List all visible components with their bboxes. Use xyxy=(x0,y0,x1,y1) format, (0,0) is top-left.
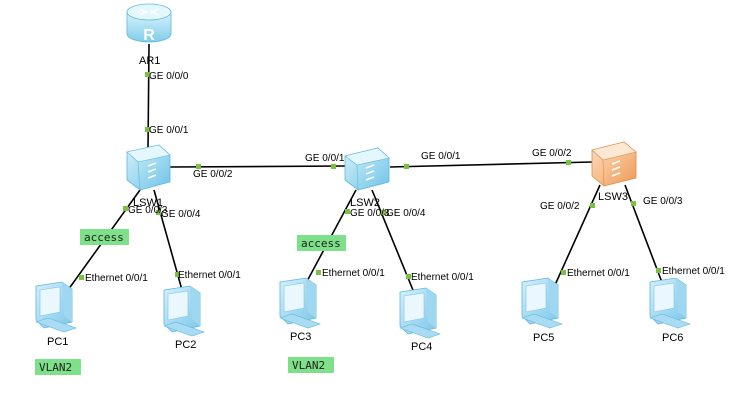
router-ar1[interactable]: R AR1 xyxy=(126,3,172,67)
port-dot xyxy=(145,127,150,132)
switch-icon xyxy=(126,144,171,191)
tag-vlan-pc3: VLAN2 xyxy=(288,357,334,373)
link-ar1-lsw1 xyxy=(147,43,150,151)
port-dot xyxy=(590,203,595,208)
port-label-lsw1-ge004: GE 0/0/4 xyxy=(161,209,201,220)
port-label-lsw2-ge004: GE 0/0/4 xyxy=(386,208,426,219)
port-dot xyxy=(123,206,128,211)
port-label-ar1-ge000: GE 0/0/0 xyxy=(149,71,189,82)
switch-lsw1[interactable]: LSW1 xyxy=(126,144,171,209)
port-label-lsw2-ge001-east: GE 0/0/1 xyxy=(421,151,461,162)
port-label-lsw2-ge001-west: GE 0/0/1 xyxy=(305,153,345,164)
pc-pc1[interactable]: PC1 xyxy=(35,281,77,348)
tag-vlan-text: VLAN2 xyxy=(39,361,72,374)
port-dot xyxy=(381,210,386,215)
port-labels: GE 0/0/0 GE 0/0/1 GE 0/0/2 GE 0/0/1 GE 0… xyxy=(85,71,725,284)
port-label-pc1-eth: Ethernet 0/0/1 xyxy=(85,273,148,284)
port-dot xyxy=(156,210,161,215)
pc-icon xyxy=(163,285,205,337)
device-label-lsw3: LSW3 xyxy=(598,191,628,203)
pc-pc4[interactable]: PC4 xyxy=(399,287,441,353)
port-dot xyxy=(145,72,150,77)
switch-lsw2[interactable]: LSW2 xyxy=(344,147,390,209)
pc-icon xyxy=(521,277,563,329)
device-label-pc2: PC2 xyxy=(175,339,196,351)
port-label-pc2-eth: Ethernet 0/0/1 xyxy=(178,270,241,281)
tag-vlan-pc1: VLAN2 xyxy=(35,359,81,375)
switch-icon xyxy=(591,141,637,187)
port-dot xyxy=(331,164,336,169)
port-dot xyxy=(175,272,180,277)
device-label-pc5: PC5 xyxy=(533,332,554,344)
link-lsw3-pc5 xyxy=(554,184,601,286)
port-dot xyxy=(631,201,636,206)
port-label-lsw1-ge003: GE 0/0/3 xyxy=(128,205,168,216)
port-label-lsw3-ge002-north: GE 0/0/2 xyxy=(532,148,572,159)
port-label-lsw1-ge001: GE 0/0/1 xyxy=(149,125,189,136)
port-dot xyxy=(566,160,571,165)
link-lsw2-lsw3 xyxy=(389,161,593,168)
tag-access-lsw2: access xyxy=(297,235,346,251)
port-label-pc6-eth: Ethernet 0/0/1 xyxy=(662,266,725,277)
pc-icon xyxy=(649,277,691,329)
tag-access-text: access xyxy=(84,231,124,244)
pc-icon xyxy=(399,287,441,339)
port-label-pc3-eth: Ethernet 0/0/1 xyxy=(322,268,385,279)
pc-icon xyxy=(35,281,77,333)
port-label-lsw1-ge002: GE 0/0/2 xyxy=(193,169,233,180)
device-label-pc6: PC6 xyxy=(662,332,683,344)
port-dot xyxy=(404,164,409,169)
router-icon: R xyxy=(126,3,172,44)
device-label-lsw2: LSW2 xyxy=(350,197,380,209)
pc-pc2[interactable]: PC2 xyxy=(163,285,205,351)
svg-text:R: R xyxy=(143,27,155,44)
device-label-lsw1: LSW1 xyxy=(133,197,163,209)
port-dot xyxy=(316,270,321,275)
switch-icon xyxy=(344,147,390,191)
port-dot xyxy=(345,209,350,214)
tag-access-lsw1: access xyxy=(80,229,129,245)
tag-access-text: access xyxy=(301,237,341,250)
pc-pc5[interactable]: PC5 xyxy=(521,277,563,344)
port-dot xyxy=(196,164,201,169)
port-label-lsw3-ge002: GE 0/0/2 xyxy=(540,201,580,212)
tag-vlan-text: VLAN2 xyxy=(292,359,325,372)
pc-pc3[interactable]: PC3 xyxy=(279,277,321,343)
switch-lsw3[interactable]: LSW3 xyxy=(591,141,637,203)
device-label-pc1: PC1 xyxy=(47,336,68,348)
port-dot xyxy=(406,274,411,279)
device-label-pc4: PC4 xyxy=(411,341,432,353)
port-dot xyxy=(79,275,84,280)
port-label-pc4-eth: Ethernet 0/0/1 xyxy=(411,272,474,283)
port-dots xyxy=(79,72,661,280)
port-label-lsw2-ge003: GE 0/0/3 xyxy=(350,208,390,219)
device-label-pc3: PC3 xyxy=(290,331,311,343)
port-dot xyxy=(656,268,661,273)
port-label-pc5-eth: Ethernet 0/0/1 xyxy=(567,268,630,279)
port-label-lsw3-ge003: GE 0/0/3 xyxy=(643,196,683,207)
port-dot xyxy=(561,270,566,275)
device-label-ar1: AR1 xyxy=(139,55,160,67)
pc-icon xyxy=(279,277,321,329)
pc-pc6[interactable]: PC6 xyxy=(649,277,691,344)
